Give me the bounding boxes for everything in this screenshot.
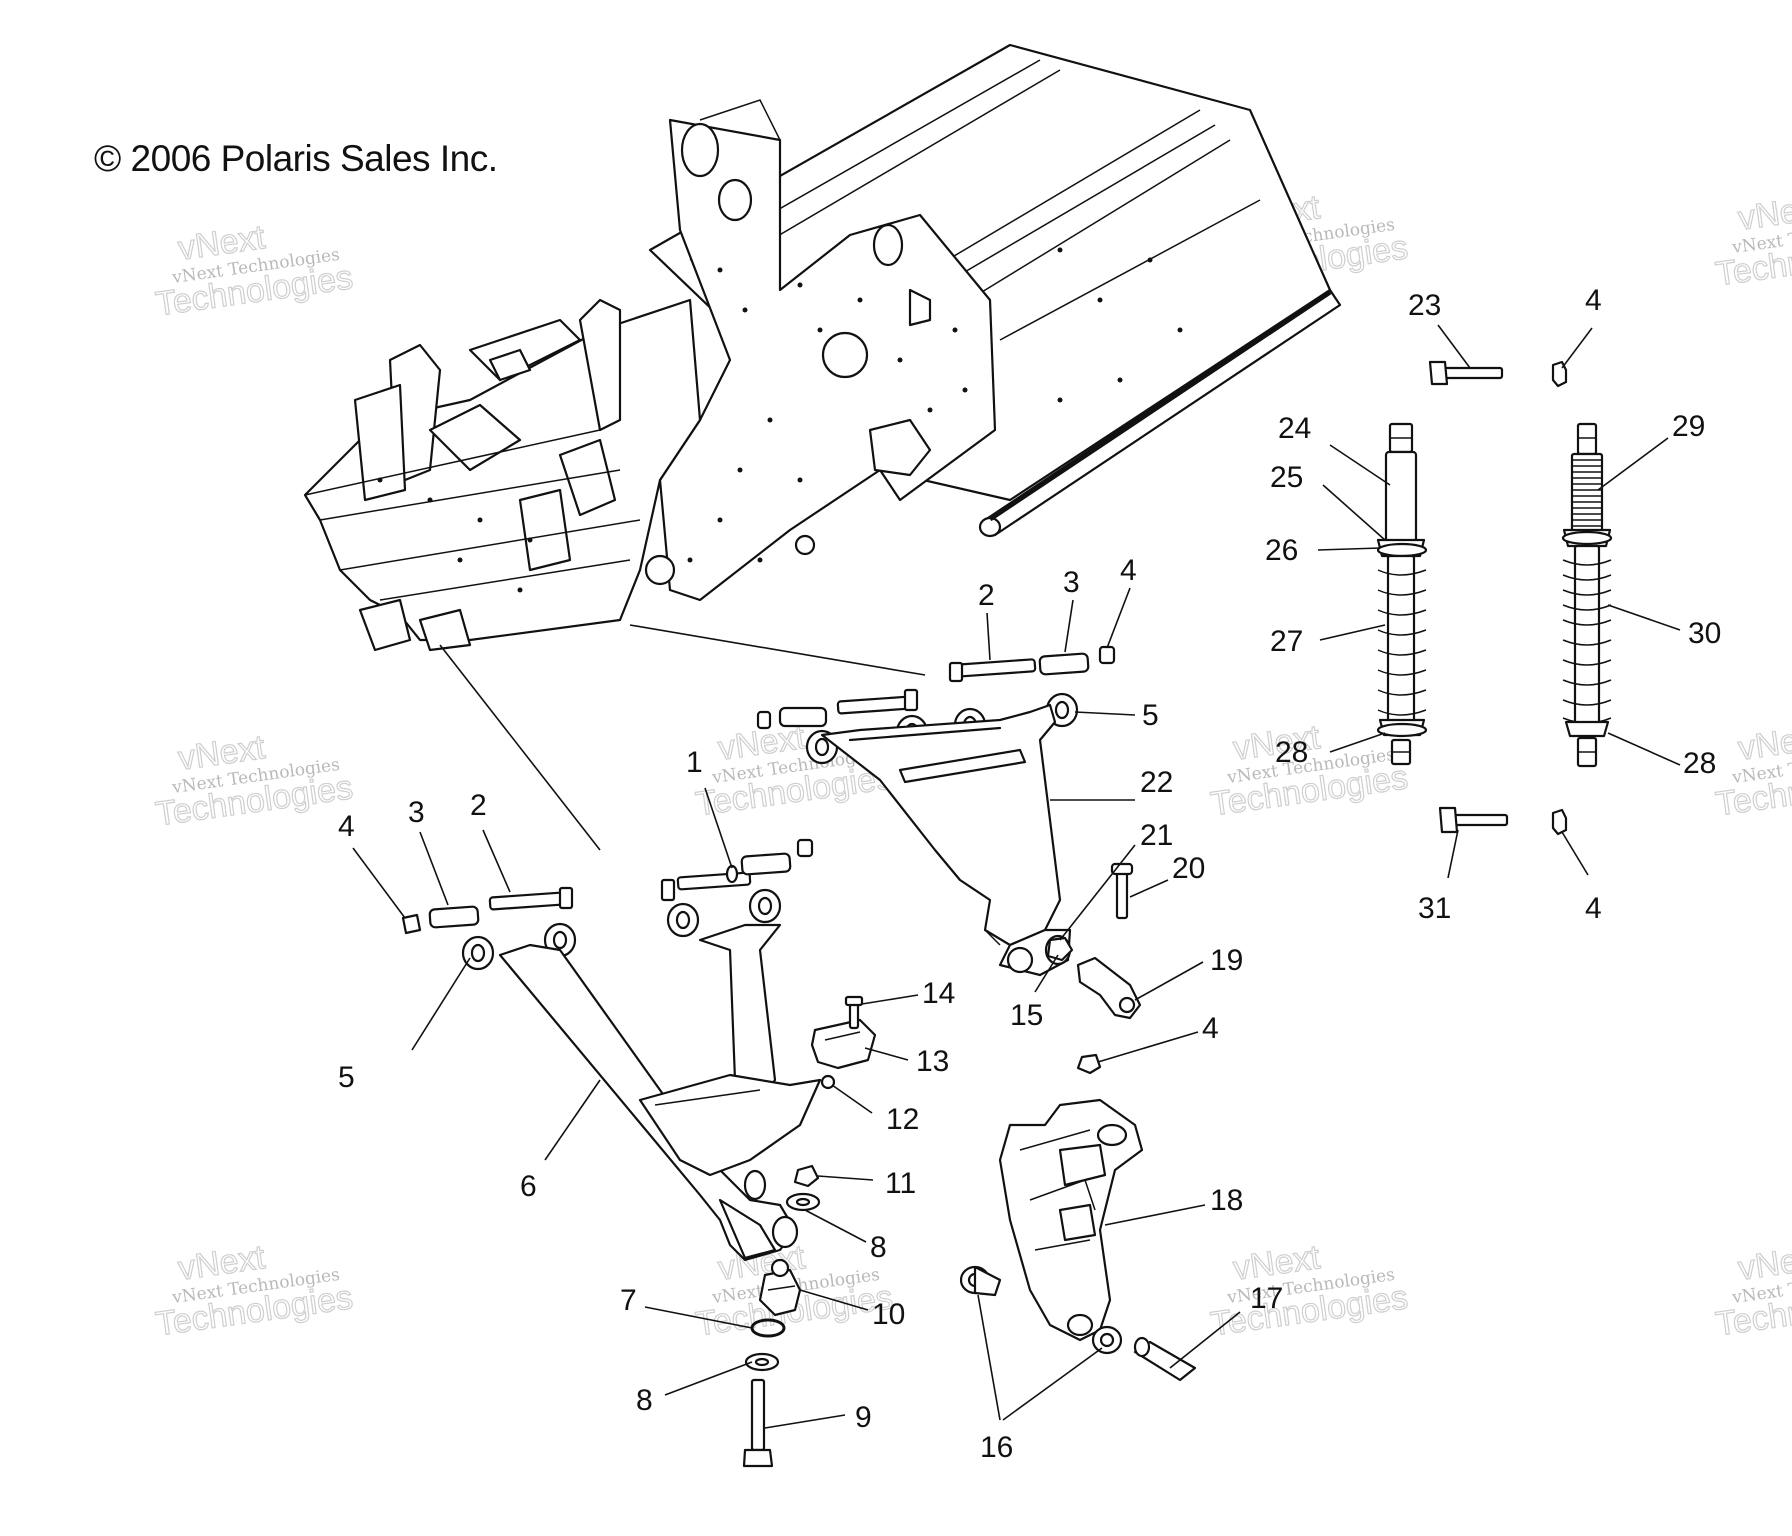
- callout-label: 3: [408, 796, 425, 829]
- upper-a-arm: [820, 703, 1072, 977]
- callout-label: 27: [1270, 625, 1303, 658]
- small-parts: [742, 936, 1074, 1468]
- callout-label: 19: [1210, 944, 1243, 977]
- callout-label: 31: [1418, 892, 1451, 925]
- callout-label: 14: [922, 977, 955, 1010]
- callout-label: 22: [1140, 766, 1173, 799]
- callout-label: 8: [636, 1384, 653, 1417]
- callout-label: 9: [855, 1401, 872, 1434]
- callout-label: 11: [885, 1167, 916, 1200]
- callout-label: 4: [1585, 284, 1602, 317]
- callout-label: 4: [338, 810, 355, 843]
- callout-label: 5: [1142, 699, 1159, 732]
- callout-label: 29: [1672, 410, 1705, 443]
- callout-label: 5: [338, 1061, 355, 1094]
- callout-label: 28: [1683, 747, 1716, 780]
- callout-label: 10: [872, 1298, 905, 1331]
- shock-top-hardware: [1428, 360, 1568, 388]
- callout-label: 3: [1063, 566, 1080, 599]
- callout-label: 12: [886, 1103, 919, 1136]
- callout-label: 25: [1270, 461, 1303, 494]
- copyright-notice: © 2006 Polaris Sales Inc.: [94, 138, 498, 179]
- callout-label: 8: [870, 1231, 887, 1264]
- callout-label: 6: [520, 1170, 537, 1203]
- mount-leader-upper: [629, 624, 926, 676]
- callout-label: 16: [980, 1431, 1013, 1464]
- callout-label: 20: [1172, 852, 1205, 885]
- shock-bottom-hardware: [1438, 806, 1568, 836]
- callout-label: 1: [686, 746, 703, 779]
- callout-label: 2: [470, 789, 487, 822]
- callout-label: 4: [1202, 1012, 1219, 1045]
- chassis-frame: [303, 43, 1342, 652]
- callout-label: 13: [916, 1045, 949, 1078]
- callout-label: 24: [1278, 412, 1311, 445]
- callout-leaders: [352, 324, 1681, 1429]
- callout-label: 4: [1120, 554, 1137, 587]
- callout-labels: 1 2 2 3 3 4 4 4 4 4 5 5 6 7 8 8 9 10 11 …: [338, 284, 1721, 1464]
- shock-absorber-left: [1376, 422, 1428, 766]
- callout-label: 15: [1010, 999, 1043, 1032]
- tie-rod-parts: [1076, 862, 1142, 1075]
- callout-label: 2: [978, 579, 995, 612]
- spindle-assembly: [959, 1098, 1197, 1382]
- shock-absorber-right: [1561, 422, 1613, 768]
- callout-label: 17: [1250, 1282, 1283, 1315]
- callout-label: 30: [1688, 617, 1721, 650]
- mount-leader-lower: [439, 644, 601, 851]
- callout-label: 26: [1265, 534, 1298, 567]
- callout-label: 7: [620, 1284, 637, 1317]
- callout-label: 21: [1140, 819, 1173, 852]
- callout-label: 18: [1210, 1184, 1243, 1217]
- lower-a-arm: [498, 923, 822, 1262]
- callout-label: 28: [1275, 736, 1308, 769]
- callout-label: 23: [1408, 289, 1441, 322]
- callout-label: 4: [1585, 892, 1602, 925]
